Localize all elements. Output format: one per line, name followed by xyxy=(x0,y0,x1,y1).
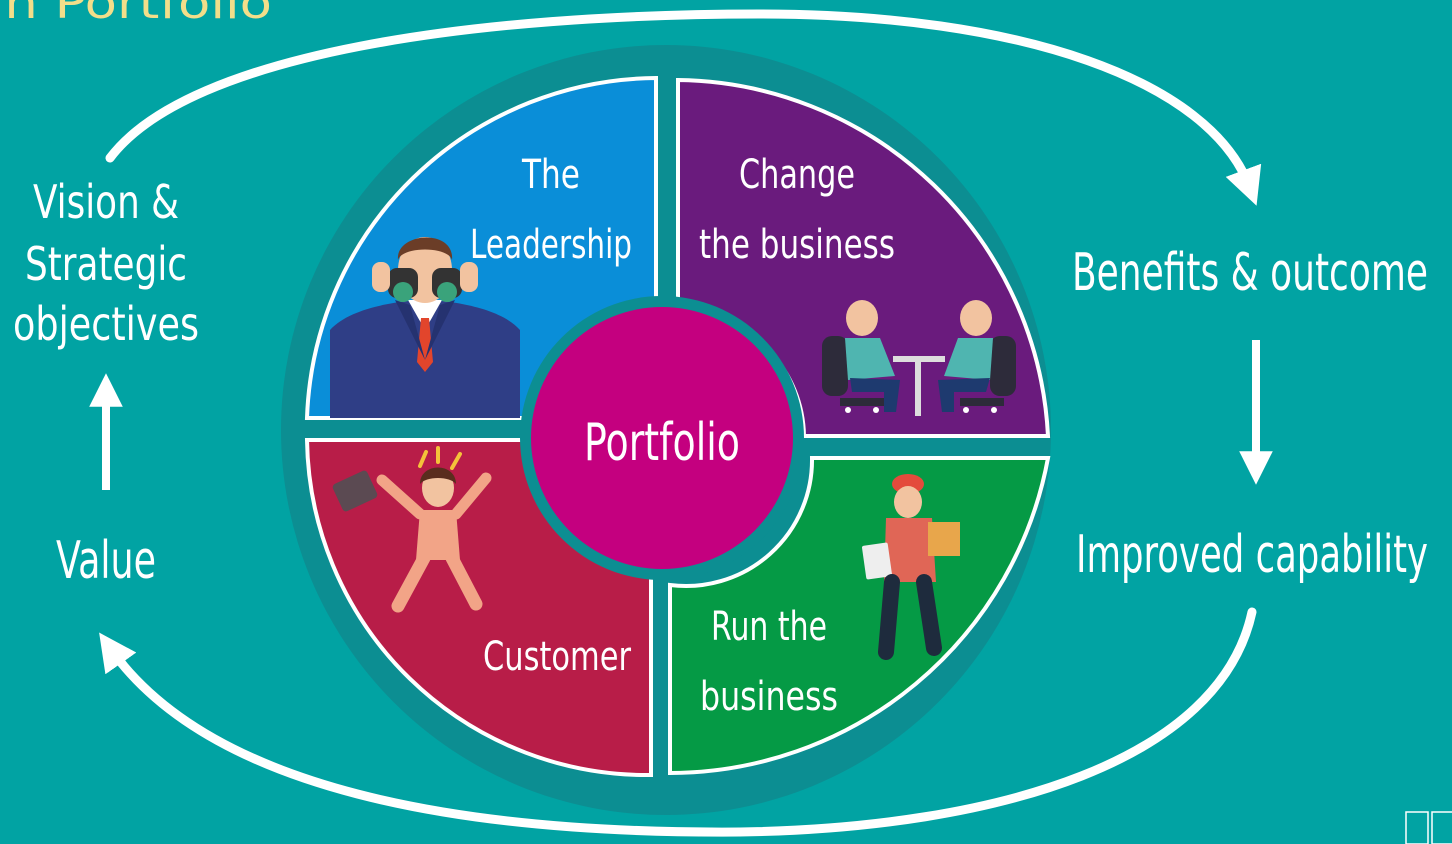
change-illustration xyxy=(822,300,1016,416)
top-cycle-arrow xyxy=(105,9,1262,206)
run-label-line-2: business xyxy=(700,674,838,720)
change-label-line-2: the business xyxy=(699,222,895,268)
benefits-label: Benefits & outcome xyxy=(1072,243,1428,303)
portfolio-center xyxy=(531,307,793,569)
corner-logo xyxy=(1405,811,1452,844)
leadership-illustration xyxy=(330,237,520,418)
customer-label: Customer xyxy=(483,634,631,680)
slide-title: an Portfolio xyxy=(0,0,272,29)
vision-label-line-2: Strategic xyxy=(25,237,187,291)
leadership-label-line-1: The xyxy=(521,152,580,198)
change-label-line-1: Change xyxy=(739,152,855,198)
value-label: Value xyxy=(56,531,156,591)
vision-label-line-3: objectives xyxy=(13,297,199,351)
leadership-label-line-2: Leadership xyxy=(470,222,632,268)
portfolio-label: Portfolio xyxy=(584,413,740,473)
improved-capability-label: Improved capability xyxy=(1076,525,1428,585)
customer-illustration xyxy=(332,446,492,613)
run-label-line-1: Run the xyxy=(711,604,827,650)
bottom-cycle-arrow xyxy=(99,607,1257,837)
run-illustration xyxy=(862,474,960,660)
vision-label-line-1: Vision & xyxy=(33,175,179,229)
